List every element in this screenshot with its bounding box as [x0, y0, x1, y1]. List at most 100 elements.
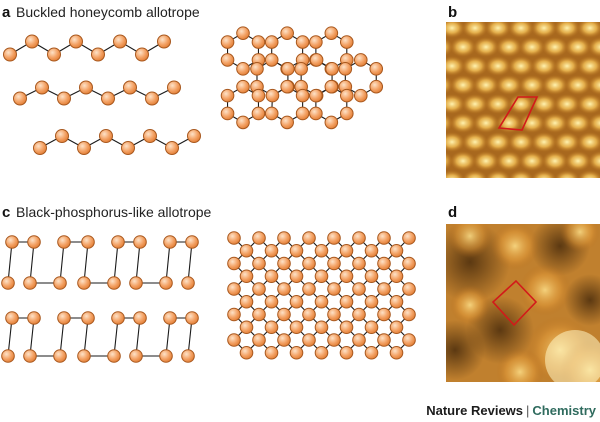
stm-spot — [496, 37, 522, 57]
atom — [314, 294, 329, 309]
stm-spot — [577, 22, 600, 38]
atom — [107, 349, 121, 363]
stm-spot — [531, 56, 557, 76]
atom — [389, 243, 404, 258]
stm-spot — [446, 170, 465, 178]
atom — [236, 26, 250, 40]
atom — [33, 141, 47, 155]
atom — [252, 282, 266, 296]
stm-spot — [473, 37, 499, 57]
atom — [289, 294, 304, 309]
atom — [252, 333, 266, 347]
panel-a-top-view — [220, 26, 384, 130]
bond — [83, 241, 89, 284]
atom — [295, 106, 310, 121]
stm-spot — [519, 113, 545, 133]
stm-spot — [577, 170, 600, 178]
atom — [289, 243, 304, 258]
stm-spot — [485, 94, 511, 114]
atom — [339, 345, 354, 360]
atom — [277, 333, 291, 347]
stm-spot — [462, 132, 488, 152]
panel-d-label: d — [448, 204, 457, 221]
stm-spot — [473, 0, 499, 19]
atom — [339, 35, 354, 49]
stm-spot — [416, 170, 442, 190]
stm-spot — [462, 56, 488, 76]
stm-spot — [485, 132, 511, 152]
stm-spot — [416, 56, 442, 76]
atom — [167, 80, 181, 95]
atom — [364, 269, 379, 284]
atom — [402, 333, 416, 347]
atom — [111, 311, 125, 325]
bond — [135, 241, 141, 284]
footer-separator: | — [526, 403, 530, 418]
stm-spot — [446, 132, 465, 152]
atom — [302, 231, 316, 245]
atom — [264, 106, 279, 121]
atom — [252, 307, 266, 322]
atom — [239, 294, 254, 309]
stm-spot — [542, 0, 568, 19]
atom — [157, 34, 171, 49]
atom — [280, 79, 294, 94]
atom — [389, 294, 404, 309]
stm-spot — [577, 94, 600, 114]
atom — [314, 269, 329, 284]
atom — [251, 88, 266, 103]
atom — [352, 282, 366, 296]
atom — [129, 349, 143, 363]
atom — [277, 231, 291, 245]
stm-spot — [416, 94, 442, 114]
stm-shadow — [564, 274, 600, 326]
stm-spot — [496, 348, 544, 382]
atom — [239, 320, 254, 335]
atom — [55, 129, 69, 143]
stm-spot — [508, 132, 534, 152]
stm-spot — [446, 22, 465, 38]
stm-spot — [542, 75, 568, 95]
atom — [99, 129, 113, 143]
atom — [264, 320, 279, 335]
panel-d-stm-image — [446, 224, 600, 382]
stm-spot — [542, 37, 568, 57]
atom — [79, 80, 93, 95]
atom — [123, 80, 137, 95]
atom — [57, 235, 71, 249]
bond — [113, 241, 119, 284]
atom — [101, 91, 115, 106]
stm-spot — [446, 76, 453, 94]
atom — [353, 88, 368, 103]
atom — [121, 141, 135, 155]
stm-shadow — [446, 320, 485, 380]
atom — [309, 53, 324, 67]
atom — [402, 256, 416, 271]
atom — [277, 307, 291, 322]
stm-spot — [588, 113, 600, 133]
journal-subject: Chemistry — [532, 403, 596, 418]
panel-d-unit-cell — [491, 279, 538, 327]
bond — [7, 241, 13, 284]
atom — [23, 276, 37, 290]
stm-spot — [450, 113, 476, 133]
stm-spot — [416, 132, 442, 152]
atom — [159, 349, 173, 363]
atom — [294, 62, 308, 76]
stm-spot — [519, 264, 571, 316]
atom — [252, 256, 266, 271]
stm-spot — [554, 22, 580, 38]
atom — [81, 311, 95, 325]
atom — [5, 235, 19, 249]
atom — [364, 294, 379, 309]
atom — [364, 345, 379, 360]
atom — [377, 282, 391, 296]
atom — [163, 311, 177, 325]
atom — [135, 47, 149, 62]
atom — [327, 256, 341, 271]
atom — [251, 35, 266, 49]
stm-spot — [485, 56, 511, 76]
atom — [302, 282, 316, 296]
stm-spot — [565, 37, 591, 57]
atom — [339, 106, 354, 121]
